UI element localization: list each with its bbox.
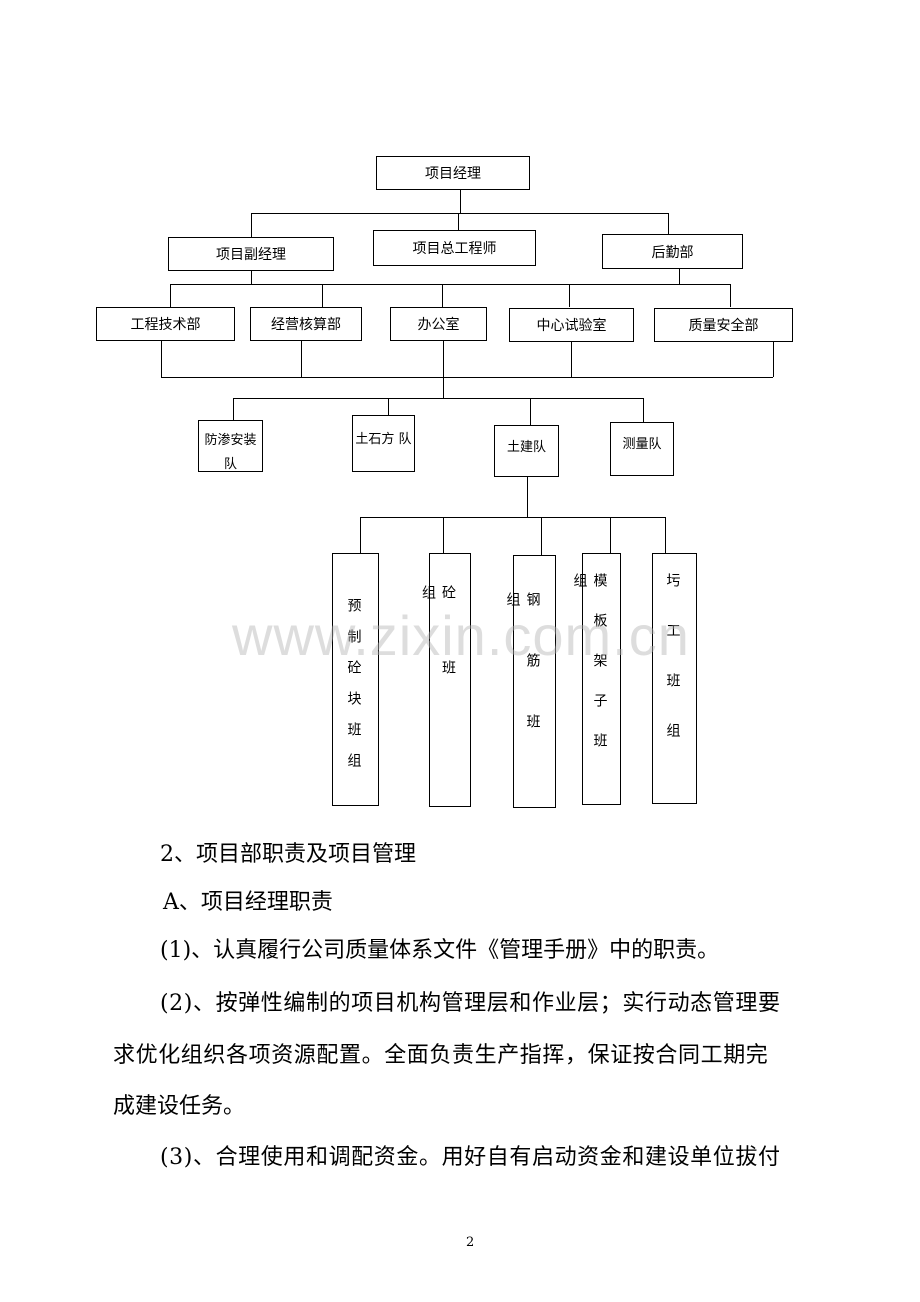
connector xyxy=(388,398,389,415)
connector xyxy=(668,213,669,234)
group-label: 模板架子班组 xyxy=(571,573,608,773)
org-box-accounting: 经营核算部 xyxy=(250,307,362,341)
group-label: 预制砼块班组 xyxy=(345,598,362,784)
connector xyxy=(665,517,666,553)
org-box-project-manager: 项目经理 xyxy=(376,156,530,190)
connector xyxy=(301,341,302,377)
connector xyxy=(161,341,162,377)
org-box-test-lab: 中心试验室 xyxy=(509,308,634,342)
connector xyxy=(610,517,611,553)
paragraph-item-2-line-3: 成建设任务。 xyxy=(113,1094,246,1119)
org-box-logistics: 后勤部 xyxy=(602,234,743,269)
connector xyxy=(360,517,665,518)
section-heading: 2、项目部职责及项目管理 xyxy=(160,842,416,867)
org-box-earthwork-team: 土石方 队 xyxy=(352,415,415,472)
connector xyxy=(322,284,323,307)
connector xyxy=(730,284,731,307)
org-box-quality-safety: 质量安全部 xyxy=(654,308,793,342)
connector xyxy=(170,284,171,307)
connector xyxy=(569,284,570,307)
org-box-engineering-tech: 工程技术部 xyxy=(96,307,235,341)
connector xyxy=(251,213,668,214)
paragraph-item-2-line-1: (2)、按弹性编制的项目机构管理层和作业层；实行动态管理要 xyxy=(160,991,781,1016)
connector xyxy=(442,284,443,307)
connector xyxy=(443,341,444,398)
org-box-civil-team: 土建队 xyxy=(494,425,559,477)
group-label: 砼班组 xyxy=(420,585,456,735)
paragraph-item-1: (1)、认真履行公司质量体系文件《管理手册》中的职责。 xyxy=(160,938,720,963)
connector xyxy=(170,284,730,285)
org-box-survey-team: 测量队 xyxy=(610,422,674,476)
connector xyxy=(460,190,461,213)
connector xyxy=(527,477,528,517)
group-label: 圬工班组 xyxy=(664,573,681,773)
org-box-masonry-group: 圬工班组 xyxy=(652,553,697,804)
org-box-precast-group: 预制砼块班组 xyxy=(332,553,379,806)
paragraph-item-3: (3)、合理使用和调配资金。用好自有启动资金和建设单位拔付 xyxy=(160,1145,781,1170)
org-box-concrete-group: 砼班组 xyxy=(420,553,471,807)
page-number: 2 xyxy=(466,1235,475,1250)
connector xyxy=(360,517,361,553)
org-box-deputy-manager: 项目副经理 xyxy=(168,237,334,271)
paragraph-item-2-line-2: 求优化组织各项资源配置。全面负责生产指挥，保证按合同工期完 xyxy=(113,1043,769,1068)
connector xyxy=(251,271,252,284)
connector xyxy=(233,398,643,399)
org-box-chief-engineer: 项目总工程师 xyxy=(373,230,536,266)
connector xyxy=(530,398,531,425)
connector xyxy=(571,341,572,377)
connector xyxy=(541,517,542,555)
connector xyxy=(233,398,234,420)
org-box-formwork-group: 模板架子班组 xyxy=(571,553,621,805)
connector xyxy=(643,398,644,422)
subsection-heading: A、项目经理职责 xyxy=(163,890,333,915)
connector xyxy=(458,213,459,230)
group-label: 钢筋班组 xyxy=(504,592,541,775)
connector xyxy=(161,377,773,378)
connector xyxy=(773,341,774,377)
org-box-rebar-group: 钢筋班组 xyxy=(504,555,556,808)
connector xyxy=(251,213,252,237)
connector xyxy=(443,517,444,553)
connector xyxy=(679,269,680,284)
org-box-office: 办公室 xyxy=(390,307,487,341)
org-box-seepage-team: 防渗安装队 xyxy=(198,420,263,472)
